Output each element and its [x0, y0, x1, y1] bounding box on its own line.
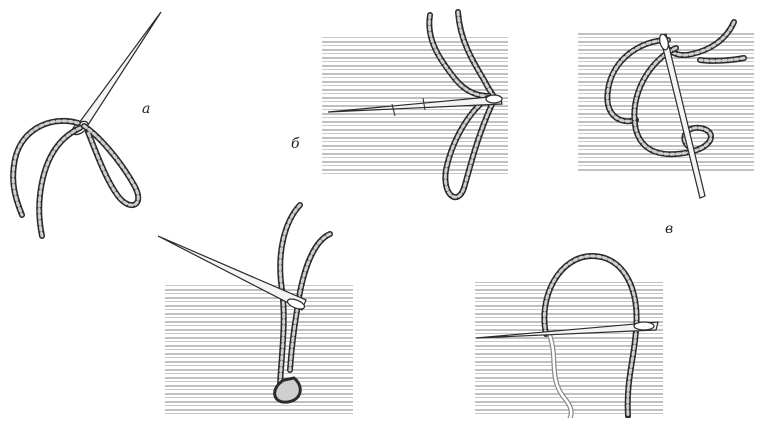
step-b-illustration: [322, 12, 508, 197]
step-v-illustration: [578, 22, 754, 198]
label-b: б: [291, 137, 300, 151]
step-a-illustration: [13, 12, 161, 236]
step-d-illustration: [475, 256, 663, 418]
step-g-illustration: [158, 205, 353, 416]
thread-loop-a: [13, 121, 138, 236]
needle-a: [70, 12, 161, 137]
label-v: в: [665, 222, 673, 236]
fabric-g: [165, 283, 353, 416]
label-a: а: [142, 102, 150, 116]
